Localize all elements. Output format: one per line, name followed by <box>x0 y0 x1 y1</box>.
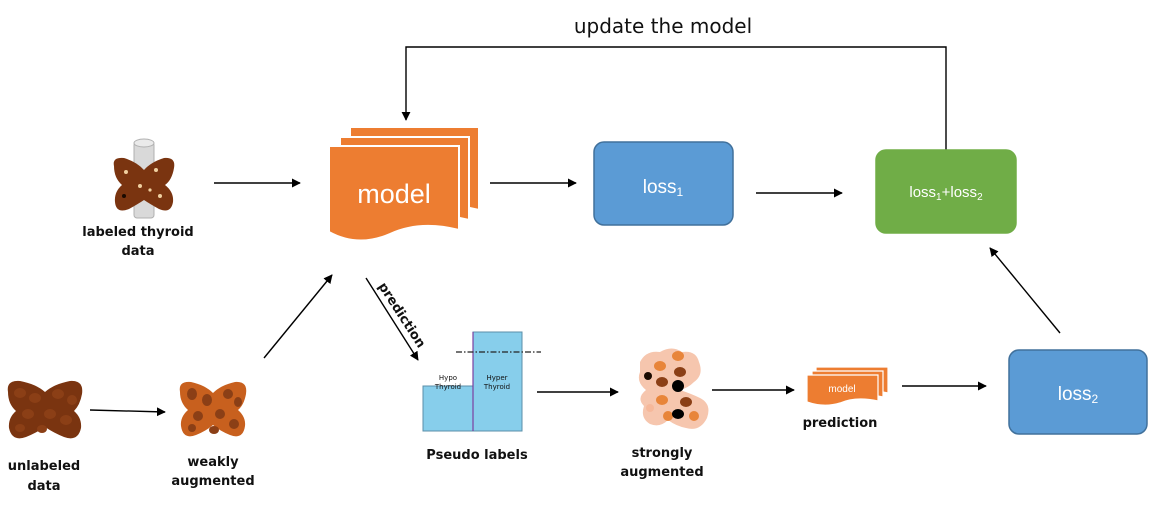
strongly-augmented-label-line2: augmented <box>620 465 703 480</box>
weakly-augmented-icon <box>179 381 247 437</box>
loss-sum-a-sub: 1 <box>936 192 942 203</box>
labeled-data-label-line2: data <box>121 244 154 259</box>
loss2-box <box>1008 349 1148 435</box>
bar-hypo-label-2: Thyroid <box>434 383 461 391</box>
prediction-arrow-label: prediction <box>375 280 428 351</box>
model-label: model <box>357 179 431 209</box>
arrow-model-to-pseudo <box>365 277 419 361</box>
loss-sum-box <box>875 149 1017 234</box>
pseudo-labels-label: Pseudo labels <box>426 448 528 463</box>
arrow-weak-to-model <box>263 274 333 359</box>
weakly-augmented-label-line1: weakly <box>187 455 239 470</box>
bar-hyper-label-1: Hyper <box>486 374 507 382</box>
strongly-augmented-icon <box>638 348 709 429</box>
loss-sum-plus: + <box>942 184 951 201</box>
arrow-loss2-to-sum <box>989 247 1061 334</box>
small-model-label: model <box>828 384 855 395</box>
model-stack <box>328 126 480 242</box>
loss2-text: loss <box>1058 384 1092 405</box>
update-model-arrow <box>401 46 947 150</box>
loss1-box <box>593 141 734 226</box>
bar-hypo-label-1: Hypo <box>439 374 457 382</box>
loss2-subscript: 2 <box>1092 392 1099 406</box>
unlabeled-thyroid-icon <box>7 380 83 439</box>
prediction-label: prediction <box>803 416 878 431</box>
svg-text:loss2: loss2 <box>1058 384 1099 406</box>
bar-hypo-thyroid <box>422 385 474 432</box>
bar-hyper-thyroid <box>472 331 523 432</box>
loss-sum-a: loss <box>909 184 936 201</box>
unlabeled-data-label-line2: data <box>27 479 60 494</box>
svg-text:loss1+loss2: loss1+loss2 <box>909 184 983 203</box>
labeled-data-label-line1: labeled thyroid <box>82 225 194 240</box>
loss-sum-b-sub: 2 <box>977 192 983 203</box>
diagram-title: update the model <box>574 14 752 38</box>
arrow-unlabeled-to-weak <box>89 407 166 417</box>
bar-hyper-label-2: Thyroid <box>483 383 510 391</box>
weakly-augmented-label-line2: augmented <box>171 474 254 489</box>
loss1-text: loss <box>643 177 677 198</box>
svg-text:loss1: loss1 <box>643 177 684 199</box>
loss-sum-b: loss <box>950 184 977 201</box>
strongly-augmented-label-line1: strongly <box>632 446 693 461</box>
pseudo-labels-chart <box>422 331 541 432</box>
small-model-stack <box>806 366 889 406</box>
loss1-subscript: 1 <box>677 185 684 199</box>
unlabeled-data-label-line1: unlabeled <box>8 459 80 474</box>
labeled-thyroid-icon <box>113 138 175 219</box>
